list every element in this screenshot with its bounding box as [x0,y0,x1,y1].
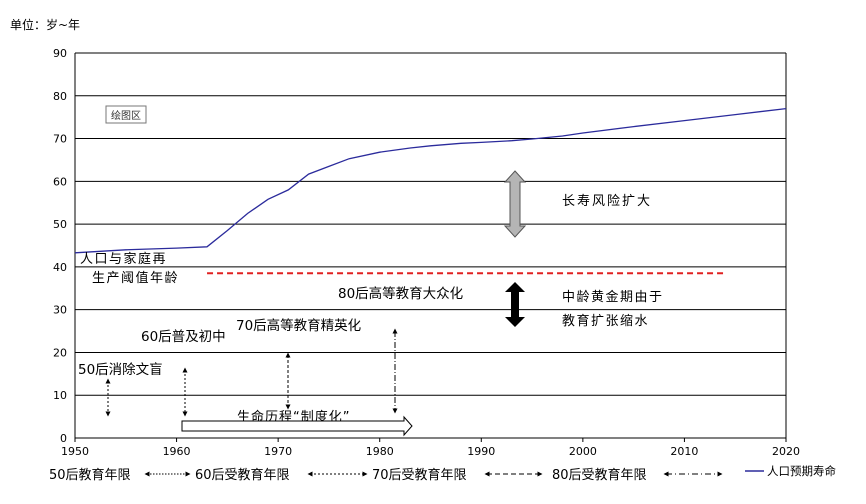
family-threshold-label-line2: 生产阈值年龄 [92,270,179,286]
higher-edu-mass-label: 80后高等教育大众化 [338,285,463,302]
golden-age-double-arrow [505,282,525,327]
y-tick-label: 10 [53,389,67,402]
plot-area-tag: 绘图区 [105,105,147,124]
legend-label-life-expectancy: 人口预期寿命 [767,464,836,478]
family-threshold-label-line1: 人口与家庭再 [80,251,167,267]
legend: 人口预期寿命 [745,464,836,478]
x-tick-label: 2020 [772,445,800,458]
y-tick-label: 50 [53,218,67,231]
y-tick-label: 70 [53,133,67,146]
x-axis-ticks: 1950 1960 1970 1980 1990 2000 2010 2020 [61,438,800,458]
era-label-1: 50后教育年限 [49,467,131,483]
golden-age-label-line1: 中龄黄金期由于 [562,289,664,305]
y-tick-label: 80 [53,90,67,103]
y-tick-label: 20 [53,346,67,359]
x-tick-label: 1970 [264,445,292,458]
unit-label: 单位：岁~年 [10,17,80,32]
era-label-3: 70后受教育年限 [372,467,467,483]
y-tick-label: 40 [53,261,67,274]
elite-edu-label: 70后高等教育精英化 [236,317,361,334]
x-tick-label: 1990 [467,445,495,458]
x-tick-label: 1960 [163,445,191,458]
plot-area-tag-label: 绘图区 [111,109,141,122]
era-label-4: 80后受教育年限 [552,467,647,483]
x-tick-label: 1980 [366,445,394,458]
series-line-life-expectancy [74,107,787,254]
y-tick-label: 90 [53,47,67,60]
life-course-arrow [181,415,413,437]
x-tick-label: 2010 [670,445,698,458]
literacy-label: 50后消除文盲 [78,361,163,378]
golden-age-label-line2: 教育扩张缩水 [562,313,649,329]
longevity-risk-double-arrow [503,170,527,238]
x-tick-label: 2000 [569,445,597,458]
gridlines [74,52,787,439]
y-tick-label: 60 [53,175,67,188]
x-tick-label: 1950 [61,445,89,458]
y-tick-label: 30 [53,304,67,317]
y-axis-ticks: 0 10 20 30 40 50 60 70 80 90 [53,47,67,445]
y-tick-label: 0 [60,432,67,445]
longevity-risk-label: 长寿风险扩大 [562,194,652,209]
era-label-2: 60后受教育年限 [195,467,290,483]
basic-edu-label: 60后普及初中 [141,328,226,345]
